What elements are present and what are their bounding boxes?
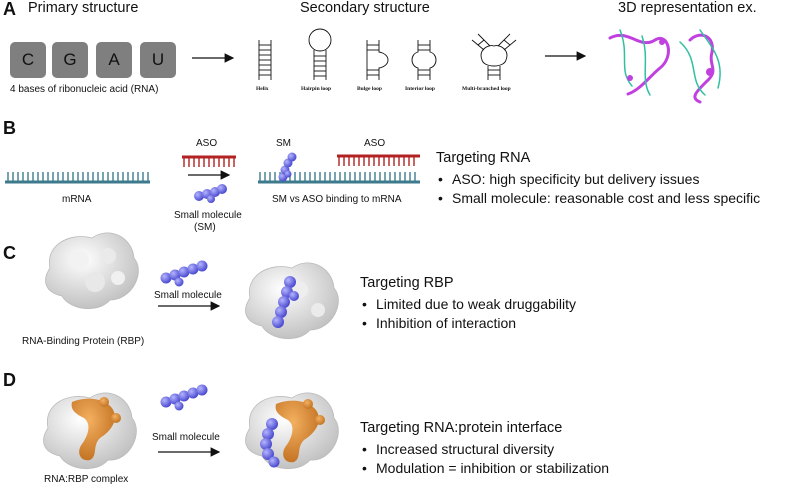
bullet-item: Small molecule: reasonable cost and less…: [436, 189, 760, 208]
multi-branched-loop-label: Multi-branched loop: [462, 86, 511, 92]
helix-diagram: [258, 40, 272, 80]
bulge-loop-diagram: [366, 40, 389, 80]
base-g: G: [52, 42, 88, 78]
small-molecule-c-left: [160, 260, 208, 287]
mrna-strand-binding: [258, 172, 420, 184]
hairpin-loop-diagram: [308, 28, 332, 80]
panel-letter-b: B: [3, 118, 16, 138]
bullet-item: Modulation = inhibition or stabilization: [360, 459, 609, 478]
targeting-rbp-bullets: Limited due to weak druggability Inhibit…: [360, 295, 576, 333]
panel-letter-a: A: [3, 0, 16, 19]
bases-caption: 4 bases of ribonucleic acid (RNA): [10, 84, 159, 95]
aso-label-right: ASO: [364, 138, 386, 149]
bulge-loop-label: Bulge loop: [357, 86, 382, 92]
aso-strand-left: [182, 155, 236, 167]
bullet-item: Inhibition of interaction: [360, 314, 576, 333]
rbp-protein-left: [45, 232, 139, 309]
targeting-rna-bullets: ASO: high specificity but delivery issue…: [436, 170, 760, 208]
small-molecule-bound-b: [278, 152, 297, 182]
rbp-caption: RNA-Binding Protein (RBP): [22, 336, 145, 347]
aso-strand-bound: [337, 154, 420, 166]
targeting-rna-heading: Targeting RNA: [436, 150, 531, 166]
bullet-item: Limited due to weak druggability: [360, 295, 576, 314]
targeting-interface-heading: Targeting RNA:protein interface: [360, 420, 563, 436]
small-molecule-label-c: Small molecule: [154, 290, 222, 301]
small-molecule-label-b: Small molecule: [174, 210, 242, 221]
rna-3d-representation: [608, 29, 721, 104]
rna-rbp-complex-caption: RNA:RBP complex: [44, 474, 129, 485]
base-c: C: [10, 42, 46, 78]
base-a: A: [96, 42, 132, 78]
binding-caption: SM vs ASO binding to mRNA: [272, 194, 402, 205]
multi-branched-loop-diagram: [471, 33, 517, 80]
hairpin-loop-label: Hairpin loop: [301, 86, 332, 92]
interior-loop-label: Interior loop: [405, 86, 435, 92]
interior-loop-diagram: [411, 40, 437, 80]
small-molecule-abbr: (SM): [194, 222, 216, 233]
panel-letter-c: C: [3, 243, 16, 263]
panel-letter-d: D: [3, 370, 16, 390]
rna-rbp-complex-left: [43, 392, 137, 469]
small-molecule-b-left: [194, 184, 227, 203]
aso-label-left: ASO: [196, 138, 218, 149]
small-molecule-bound-c: [272, 276, 299, 328]
rbp-protein-bound: [245, 262, 339, 339]
helix-label: Helix: [256, 86, 269, 92]
sm-label: SM: [276, 138, 291, 149]
secondary-structure-title: Secondary structure: [300, 0, 430, 16]
primary-structure-title: Primary structure: [28, 0, 139, 16]
bullet-item: Increased structural diversity: [360, 440, 609, 459]
small-molecule-bound-d: [260, 418, 280, 468]
rna-rbp-complex-bound: [245, 392, 339, 469]
base-u: U: [140, 42, 176, 78]
bullet-item: ASO: high specificity but delivery issue…: [436, 170, 760, 189]
mrna-label: mRNA: [62, 194, 92, 205]
small-molecule-d-left: [160, 384, 208, 411]
3d-representation-title: 3D representation ex.: [618, 0, 757, 16]
targeting-interface-bullets: Increased structural diversity Modulatio…: [360, 440, 609, 478]
targeting-rbp-heading: Targeting RBP: [360, 275, 454, 291]
mrna-strand: [5, 172, 150, 184]
small-molecule-label-d: Small molecule: [152, 432, 220, 443]
